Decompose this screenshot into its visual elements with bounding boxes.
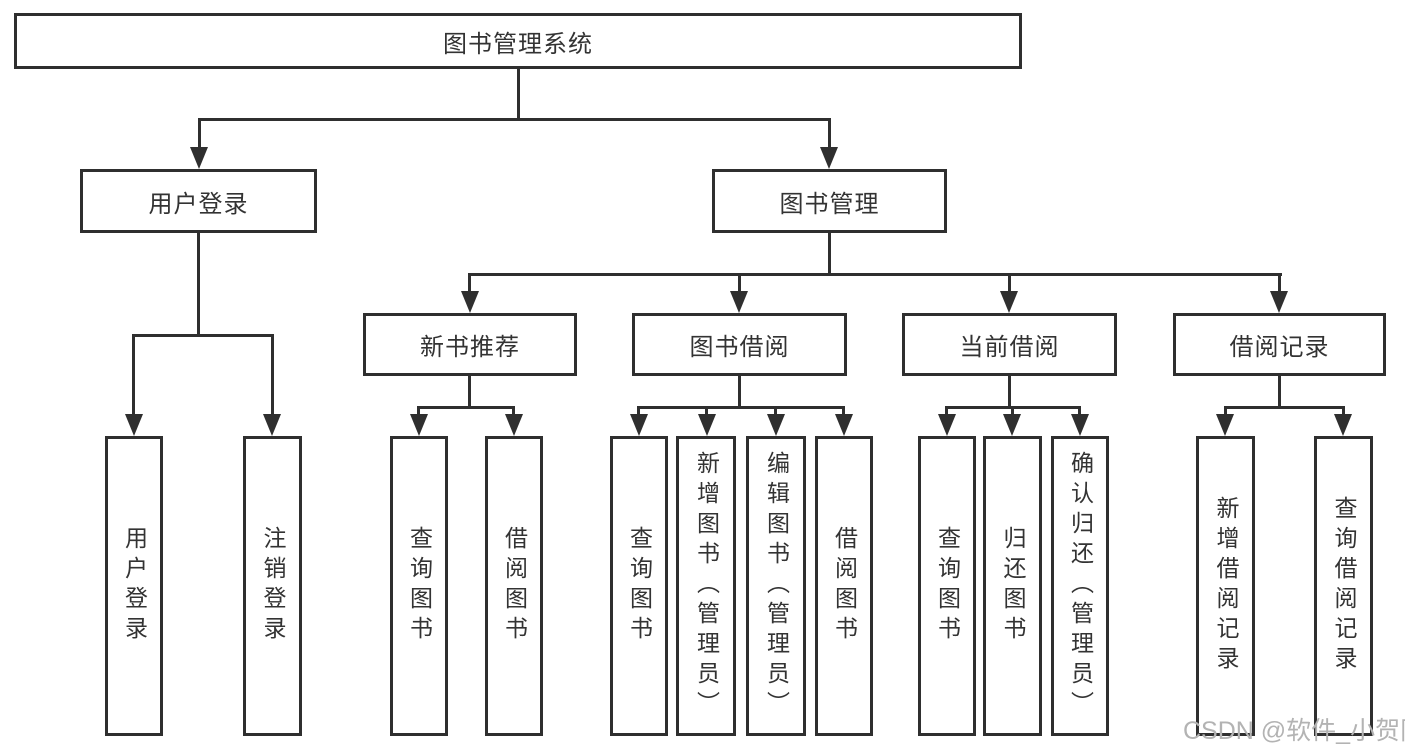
leaf-add-book-admin-label: 新增图书（管理员） bbox=[693, 451, 720, 721]
leaf-query-borrow-record: 查询借阅记录 bbox=[1314, 436, 1373, 736]
arrow-head bbox=[630, 414, 648, 436]
connector-splitter bbox=[133, 334, 274, 337]
arrow-head bbox=[1216, 414, 1234, 436]
node-current-borrow: 当前借阅 bbox=[902, 313, 1117, 376]
leaf-query-book-1: 查询图书 bbox=[390, 436, 448, 736]
arrow-head bbox=[1003, 414, 1021, 436]
connector-stem bbox=[1008, 273, 1011, 292]
leaf-query-book-2-label: 查询图书 bbox=[626, 526, 653, 646]
leaf-add-borrow-record: 新增借阅记录 bbox=[1196, 436, 1255, 736]
connector-root-splitter bbox=[199, 118, 831, 121]
leaf-query-book-3-label: 查询图书 bbox=[934, 526, 961, 646]
arrow-head bbox=[505, 414, 523, 436]
connector-splitter bbox=[417, 406, 515, 409]
leaf-query-book-1-label: 查询图书 bbox=[406, 526, 433, 646]
leaf-borrow-book-1: 借阅图书 bbox=[485, 436, 543, 736]
node-book-management-label: 图书管理 bbox=[779, 190, 880, 218]
leaf-add-book-admin: 新增图书（管理员） bbox=[676, 436, 736, 736]
connector-trunk bbox=[468, 376, 471, 406]
connector-stem bbox=[1011, 406, 1014, 415]
connector-trunk bbox=[738, 376, 741, 406]
arrow-head bbox=[1270, 291, 1288, 313]
connector-stem bbox=[1078, 406, 1081, 415]
connector-stem bbox=[828, 118, 831, 148]
node-borrow-records: 借阅记录 bbox=[1173, 313, 1386, 376]
leaf-borrow-book-1-label: 借阅图书 bbox=[501, 526, 528, 646]
connector-splitter bbox=[1224, 406, 1345, 409]
arrow-head bbox=[1334, 414, 1352, 436]
leaf-logout: 注销登录 bbox=[243, 436, 302, 736]
connector-splitter bbox=[637, 406, 845, 409]
connector-trunk bbox=[197, 233, 200, 334]
connector-stem bbox=[198, 118, 201, 148]
connector-stem bbox=[945, 406, 948, 415]
leaf-return-book: 归还图书 bbox=[983, 436, 1042, 736]
leaf-borrow-book-2-label: 借阅图书 bbox=[831, 526, 858, 646]
node-new-book-recommend: 新书推荐 bbox=[363, 313, 577, 376]
leaf-borrow-book-2: 借阅图书 bbox=[815, 436, 873, 736]
connector-splitter bbox=[469, 273, 1282, 276]
connector-stem bbox=[705, 406, 708, 415]
node-root-label: 图书管理系统 bbox=[443, 30, 593, 58]
csdn-watermark: CSDN @软件_小贺同学 bbox=[1183, 717, 1405, 745]
leaf-logout-label: 注销登录 bbox=[260, 526, 286, 646]
node-book-management: 图书管理 bbox=[712, 169, 947, 233]
node-book-borrow-label: 图书借阅 bbox=[689, 334, 790, 361]
leaf-user-login: 用户登录 bbox=[105, 436, 163, 736]
arrow-head bbox=[410, 414, 428, 436]
arrow-head bbox=[1000, 291, 1018, 313]
connector-stem bbox=[468, 273, 471, 292]
connector-stem bbox=[774, 406, 777, 415]
node-book-borrow: 图书借阅 bbox=[632, 313, 847, 376]
connector-trunk bbox=[1008, 376, 1011, 406]
connector-stem bbox=[1278, 273, 1281, 292]
connector-stem bbox=[738, 273, 741, 292]
leaf-edit-book-admin-label: 编辑图书（管理员） bbox=[763, 451, 790, 721]
leaf-query-book-2: 查询图书 bbox=[610, 436, 668, 736]
node-user-login: 用户登录 bbox=[80, 169, 317, 233]
arrow-head bbox=[820, 147, 838, 169]
connector-stem bbox=[271, 334, 274, 414]
connector-trunk bbox=[1278, 376, 1281, 406]
connector-stem bbox=[512, 406, 515, 415]
connector-stem bbox=[1224, 406, 1227, 415]
leaf-user-login-label: 用户登录 bbox=[121, 526, 148, 646]
arrow-head bbox=[698, 414, 716, 436]
connector-stem bbox=[1342, 406, 1345, 415]
node-borrow-records-label: 借阅记录 bbox=[1229, 334, 1330, 361]
connector-stem bbox=[417, 406, 420, 415]
leaf-return-book-label: 归还图书 bbox=[1000, 526, 1026, 646]
arrow-head bbox=[461, 291, 479, 313]
connector-stem bbox=[132, 334, 135, 414]
connector-root-trunk bbox=[517, 69, 520, 118]
arrow-head bbox=[835, 414, 853, 436]
leaf-query-book-3: 查询图书 bbox=[918, 436, 976, 736]
node-new-book-recommend-label: 新书推荐 bbox=[420, 334, 520, 361]
arrow-head bbox=[263, 414, 281, 436]
node-root: 图书管理系统 bbox=[14, 13, 1022, 69]
leaf-add-borrow-record-label: 新增借阅记录 bbox=[1213, 496, 1239, 676]
leaf-confirm-return-admin-label: 确认归还（管理员） bbox=[1067, 451, 1094, 721]
arrow-head bbox=[767, 414, 785, 436]
arrow-head bbox=[125, 414, 143, 436]
node-user-login-label: 用户登录 bbox=[148, 190, 249, 218]
node-current-borrow-label: 当前借阅 bbox=[959, 334, 1060, 361]
arrow-head bbox=[190, 147, 208, 169]
connector-stem bbox=[637, 406, 640, 415]
arrow-head bbox=[1071, 414, 1089, 436]
arrow-head bbox=[730, 291, 748, 313]
leaf-query-borrow-record-label: 查询借阅记录 bbox=[1331, 496, 1357, 676]
connector-stem bbox=[842, 406, 845, 415]
leaf-edit-book-admin: 编辑图书（管理员） bbox=[746, 436, 806, 736]
leaf-confirm-return-admin: 确认归还（管理员） bbox=[1051, 436, 1109, 736]
connector-trunk bbox=[828, 233, 831, 273]
arrow-head bbox=[938, 414, 956, 436]
